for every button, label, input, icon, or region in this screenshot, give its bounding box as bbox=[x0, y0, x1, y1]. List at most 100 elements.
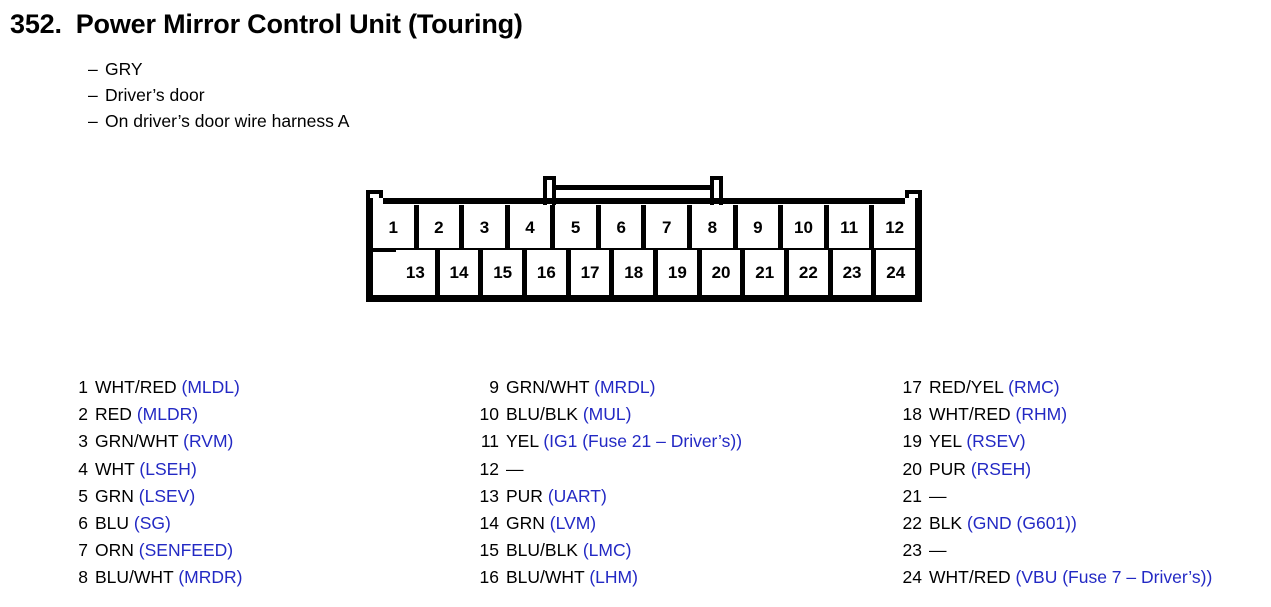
pin-entry-number: 21 bbox=[902, 485, 922, 506]
pin-cell[interactable]: 14 bbox=[439, 250, 484, 295]
pin-entry-signal-name: (MUL) bbox=[582, 404, 632, 425]
pin-entry-number: 2 bbox=[78, 404, 88, 425]
spec-line-color: –GRY bbox=[88, 56, 349, 82]
pin-entry-wire-color: RED/YEL bbox=[929, 377, 1004, 397]
pin-entry-number: 11 bbox=[480, 431, 499, 452]
pin-entry-wire-color: YEL bbox=[506, 431, 539, 452]
pin-cell[interactable]: 21 bbox=[745, 250, 790, 295]
pin-entry-signal-name: (LMC) bbox=[582, 540, 632, 561]
pin-cell[interactable]: 13 bbox=[396, 250, 440, 295]
pin-entry-number: 14 bbox=[479, 513, 499, 534]
pin-entry-signal-name: (IG1 (Fuse 21 – Driver’s)) bbox=[543, 431, 743, 452]
pin-cell[interactable]: 9 bbox=[737, 205, 784, 250]
shell-top-edge bbox=[383, 198, 905, 204]
spec-dash-icon: – bbox=[88, 111, 98, 131]
pin-cell[interactable]: 24 bbox=[876, 250, 916, 295]
shell-bottom-edge bbox=[366, 295, 922, 302]
pin-cell[interactable]: 23 bbox=[832, 250, 877, 295]
pin-entry-wire-color: — bbox=[506, 458, 524, 479]
pin-entry-wire-color: BLU/BLK bbox=[506, 540, 578, 561]
pin-entry-number: 5 bbox=[78, 485, 88, 506]
pin-entry: 17 RED/YEL (RMC) bbox=[900, 374, 1212, 401]
pin-entry-signal-name: (LVM) bbox=[549, 513, 597, 534]
pin-entry-wire-color: PUR bbox=[929, 458, 966, 479]
pin-cell[interactable]: 7 bbox=[646, 205, 693, 250]
pin-entry-wire-color: GRN/WHT bbox=[506, 377, 590, 397]
pin-cell[interactable]: 5 bbox=[555, 205, 601, 250]
pin-entry-signal-name: (RVM) bbox=[183, 431, 234, 452]
pin-entry: 14 GRN (LVM) bbox=[477, 510, 742, 537]
pin-cell[interactable]: 15 bbox=[483, 250, 528, 295]
pin-entry-wire-color: WHT/RED bbox=[95, 377, 177, 397]
pin-entry-signal-name: (RHM) bbox=[1015, 404, 1068, 425]
spec-text: On driver’s door wire harness A bbox=[105, 111, 350, 131]
pin-entry-signal-name: (GND (G601)) bbox=[966, 513, 1077, 534]
pin-cell[interactable]: 18 bbox=[614, 250, 659, 295]
pin-cell[interactable]: 22 bbox=[789, 250, 833, 295]
pin-cell[interactable]: 4 bbox=[509, 205, 556, 250]
pin-entry-number: 16 bbox=[479, 567, 499, 588]
pin-entry: 19 YEL (RSEV) bbox=[900, 428, 1212, 455]
pin-cell[interactable]: 6 bbox=[600, 205, 647, 250]
pin-entry-signal-name: (UART) bbox=[547, 485, 607, 506]
pin-entry-signal-name: (VBU (Fuse 7 – Driver’s)) bbox=[1015, 567, 1213, 588]
pin-cell[interactable]: 19 bbox=[658, 250, 702, 295]
pin-entry-wire-color: WHT bbox=[95, 458, 135, 479]
connector-pin-row-top: 1 2 3 4 5 6 7 8 9 10 11 12 bbox=[373, 205, 915, 250]
pin-entry-number: 19 bbox=[902, 431, 922, 452]
pin-cell[interactable]: 11 bbox=[828, 205, 875, 250]
pin-entry-signal-name: (RMC) bbox=[1008, 377, 1060, 397]
pin-entry-number: 22 bbox=[902, 513, 922, 534]
shell-right-edge bbox=[915, 198, 922, 302]
spec-line-harness: –On driver’s door wire harness A bbox=[88, 108, 349, 134]
pin-entry-wire-color: WHT/RED bbox=[929, 567, 1011, 588]
pin-cell[interactable]: 16 bbox=[527, 250, 571, 295]
pin-entry-signal-name: (SG) bbox=[133, 513, 171, 534]
spec-dash-icon: – bbox=[88, 85, 98, 105]
spec-text: Driver’s door bbox=[105, 85, 205, 105]
pin-entry: 23— bbox=[900, 537, 1212, 564]
page-title: 352.Power Mirror Control Unit (Touring) bbox=[10, 9, 523, 40]
pin-entry-number: 1 bbox=[78, 377, 88, 397]
pin-entry-number: 7 bbox=[78, 540, 88, 561]
pin-entry-number: 23 bbox=[902, 540, 922, 561]
pin-cell[interactable]: 10 bbox=[783, 205, 829, 250]
pin-entry: 11 YEL (IG1 (Fuse 21 – Driver’s)) bbox=[477, 428, 742, 455]
shell-notch-left-icon bbox=[366, 190, 383, 198]
spec-text: GRY bbox=[105, 59, 143, 79]
pin-entry-number: 17 bbox=[902, 377, 922, 397]
spec-list: –GRY –Driver’s door –On driver’s door wi… bbox=[88, 56, 349, 134]
pin-entry-number: 24 bbox=[902, 567, 922, 588]
pin-entry-wire-color: YEL bbox=[929, 431, 962, 452]
pin-cell[interactable]: 1 bbox=[373, 205, 419, 250]
pin-cell[interactable]: 3 bbox=[464, 205, 510, 250]
pin-entry-number: 10 bbox=[479, 404, 499, 425]
pin-entry-wire-color: GRN/WHT bbox=[95, 431, 179, 452]
pin-entry-wire-color: BLK bbox=[929, 513, 963, 534]
pin-entry-wire-color: RED bbox=[95, 404, 132, 425]
pin-entry-signal-name: (MRDL) bbox=[594, 377, 656, 397]
pin-cell[interactable]: 8 bbox=[692, 205, 738, 250]
pin-entry-wire-color: GRN bbox=[506, 513, 545, 534]
pin-cell[interactable]: 20 bbox=[701, 250, 746, 295]
pin-cell[interactable]: 2 bbox=[418, 205, 465, 250]
pin-entry-wire-color: WHT/RED bbox=[929, 404, 1011, 425]
pin-entry: 15 BLU/BLK (LMC) bbox=[477, 537, 742, 564]
pin-cell[interactable]: 12 bbox=[874, 205, 915, 250]
pin-entry-signal-name: (RSEV) bbox=[966, 431, 1026, 452]
pin-cell[interactable]: 17 bbox=[570, 250, 615, 295]
pin-entry-number: 15 bbox=[479, 540, 499, 561]
